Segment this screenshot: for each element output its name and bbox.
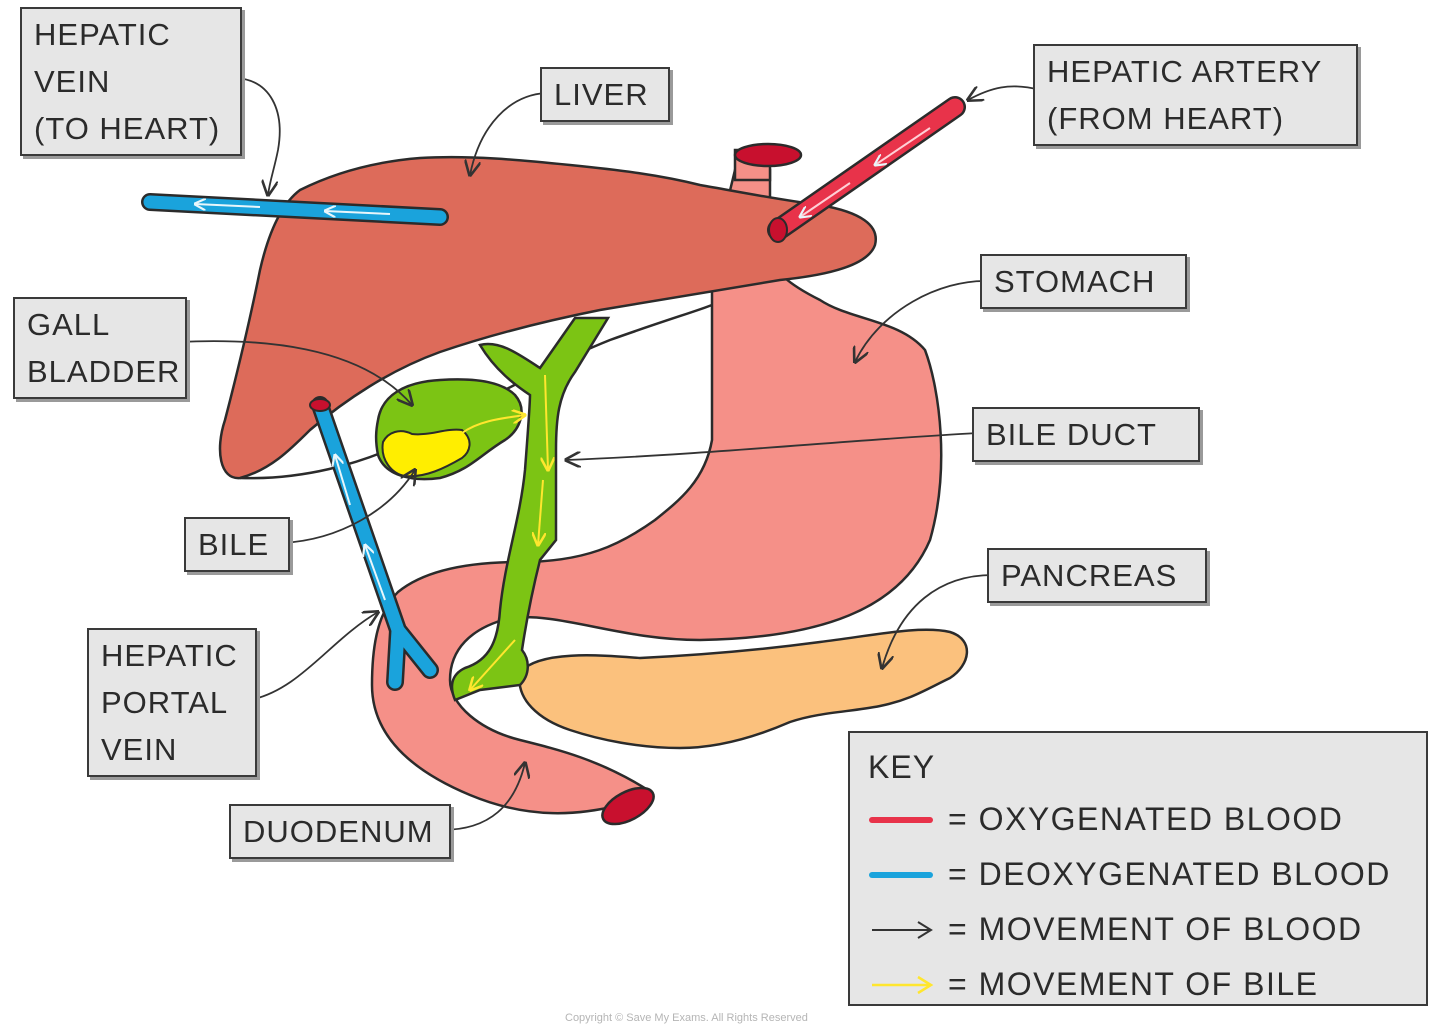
label-bile: BILE (184, 517, 290, 572)
label-liver: LIVER (540, 67, 670, 122)
copyright-text: Copyright © Save My Exams. All Rights Re… (565, 1012, 808, 1024)
key-title: KEY (868, 749, 936, 785)
label-line: (FROM HEART) (1047, 101, 1285, 136)
label-duodenum: DUODENUM (229, 804, 451, 859)
pointer-bile-duct (566, 432, 979, 460)
label-line: PORTAL (101, 685, 229, 720)
label-line: DUODENUM (243, 814, 434, 849)
label-pancreas: PANCREAS (987, 548, 1207, 603)
pointer-gall-bladder (177, 340, 412, 405)
label-bile-duct: BILE DUCT (972, 407, 1200, 462)
key-item-deoxygenated: = DEOXYGENATED BLOOD (868, 850, 1428, 900)
label-stomach: STOMACH (980, 254, 1187, 309)
pointer-stomach (855, 280, 988, 362)
label-line: BILE DUCT (986, 417, 1157, 452)
label-line: HEPATIC ARTERY (1047, 54, 1323, 89)
hepatic-vein (141, 193, 449, 226)
key-legend: KEY = OXYGENATED BLOOD = DEOXYGENATED BL… (848, 731, 1428, 1006)
pointer-hepatic-artery (968, 85, 1041, 100)
label-gall-bladder: GALL BLADDER (13, 297, 187, 399)
hepatic-portal-vein (309, 396, 439, 691)
bile-duct (450, 316, 611, 702)
pointer-bile (281, 470, 415, 544)
label-hepatic-portal-vein: HEPATIC PORTAL VEIN (87, 628, 257, 777)
label-line: VEIN (101, 732, 178, 767)
blue-line-icon (869, 872, 933, 878)
key-item-label: = MOVEMENT OF BILE (948, 966, 1319, 1002)
label-line: BILE (198, 527, 270, 562)
label-line: PANCREAS (1001, 558, 1178, 593)
gall-bladder (374, 378, 525, 481)
pointer-pancreas (882, 574, 994, 668)
red-line-icon (869, 817, 933, 823)
label-line: BLADDER (27, 354, 181, 389)
label-hepatic-artery: HEPATIC ARTERY (FROM HEART) (1033, 44, 1358, 146)
label-line: HEPATIC (34, 17, 171, 52)
label-line: HEPATIC (101, 638, 238, 673)
stomach (370, 142, 943, 826)
pointer-duodenum (441, 763, 525, 831)
hepatic-artery (767, 96, 966, 243)
label-line: LIVER (554, 77, 649, 112)
label-line: STOMACH (994, 264, 1156, 299)
key-item-oxygenated: = OXYGENATED BLOOD (868, 795, 1428, 845)
label-pointers (177, 77, 1041, 831)
key-item-label: = MOVEMENT OF BLOOD (948, 911, 1363, 947)
pointer-hepatic-portal-vein (249, 612, 378, 701)
pointer-hepatic-vein (235, 77, 281, 195)
label-line: GALL (27, 307, 111, 342)
pointer-liver (470, 92, 547, 175)
label-line: VEIN (34, 64, 111, 99)
key-item-movement-bile: = MOVEMENT OF BILE (868, 960, 1428, 1010)
black-arrow-icon (872, 921, 933, 939)
key-item-movement-blood: = MOVEMENT OF BLOOD (868, 905, 1428, 955)
yellow-arrow-icon (872, 975, 934, 995)
label-line: (TO HEART) (34, 111, 221, 146)
key-item-label: = DEOXYGENATED BLOOD (948, 856, 1391, 892)
label-hepatic-vein: HEPATIC VEIN (TO HEART) (20, 7, 242, 156)
key-item-label: = OXYGENATED BLOOD (948, 801, 1344, 837)
pancreas (518, 628, 969, 750)
